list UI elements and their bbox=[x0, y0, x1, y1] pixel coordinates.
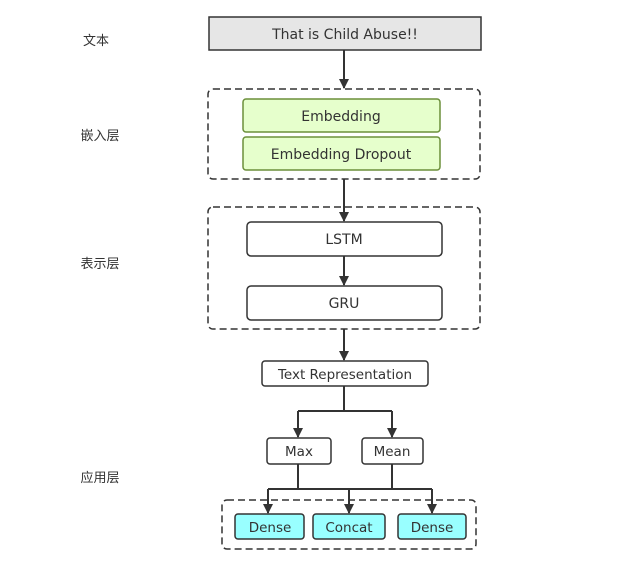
label-text: 文本 bbox=[83, 34, 109, 49]
node-text-representation-label: Text Representation bbox=[277, 367, 412, 383]
node-embedding-dropout: Embedding Dropout bbox=[242, 136, 441, 171]
node-dense-left-box bbox=[234, 513, 305, 540]
node-max-label: Max bbox=[285, 444, 313, 460]
node-mean-box bbox=[361, 437, 424, 465]
node-input-box bbox=[208, 16, 482, 51]
node-embedding-label: Embedding bbox=[301, 109, 380, 125]
node-dense-right-box bbox=[397, 513, 467, 540]
node-dense-left-label: Dense bbox=[249, 520, 292, 536]
node-embedding: Embedding bbox=[242, 98, 441, 133]
node-concat-box bbox=[312, 513, 386, 540]
node-dense-right: Dense bbox=[397, 513, 467, 540]
node-lstm-label: LSTM bbox=[325, 232, 362, 248]
node-mean-label: Mean bbox=[374, 444, 411, 460]
node-concat: Concat bbox=[312, 513, 386, 540]
node-gru-box bbox=[246, 285, 443, 321]
node-embedding-dropout-label: Embedding Dropout bbox=[271, 147, 412, 163]
node-input-label: That is Child Abuse!! bbox=[271, 27, 418, 43]
label-application-layer: 应用层 bbox=[80, 470, 119, 486]
node-input: That is Child Abuse!! bbox=[208, 16, 482, 51]
node-gru: GRU bbox=[246, 285, 443, 321]
node-lstm-box bbox=[246, 221, 443, 257]
node-embedding-dropout-box bbox=[242, 136, 441, 171]
label-representation-layer: 表示层 bbox=[80, 257, 119, 272]
node-max-box bbox=[266, 437, 332, 465]
node-lstm: LSTM bbox=[246, 221, 443, 257]
node-embedding-box bbox=[242, 98, 441, 133]
label-embedding-layer: 嵌入层 bbox=[80, 129, 119, 144]
node-concat-label: Concat bbox=[325, 520, 372, 536]
node-dense-left: Dense bbox=[234, 513, 305, 540]
node-text-representation: Text Representation bbox=[261, 360, 429, 387]
node-text-representation-box bbox=[261, 360, 429, 387]
node-gru-label: GRU bbox=[329, 296, 360, 312]
node-max: Max bbox=[266, 437, 332, 465]
connectors bbox=[263, 50, 437, 514]
node-mean: Mean bbox=[361, 437, 424, 465]
node-dense-right-label: Dense bbox=[411, 520, 454, 536]
